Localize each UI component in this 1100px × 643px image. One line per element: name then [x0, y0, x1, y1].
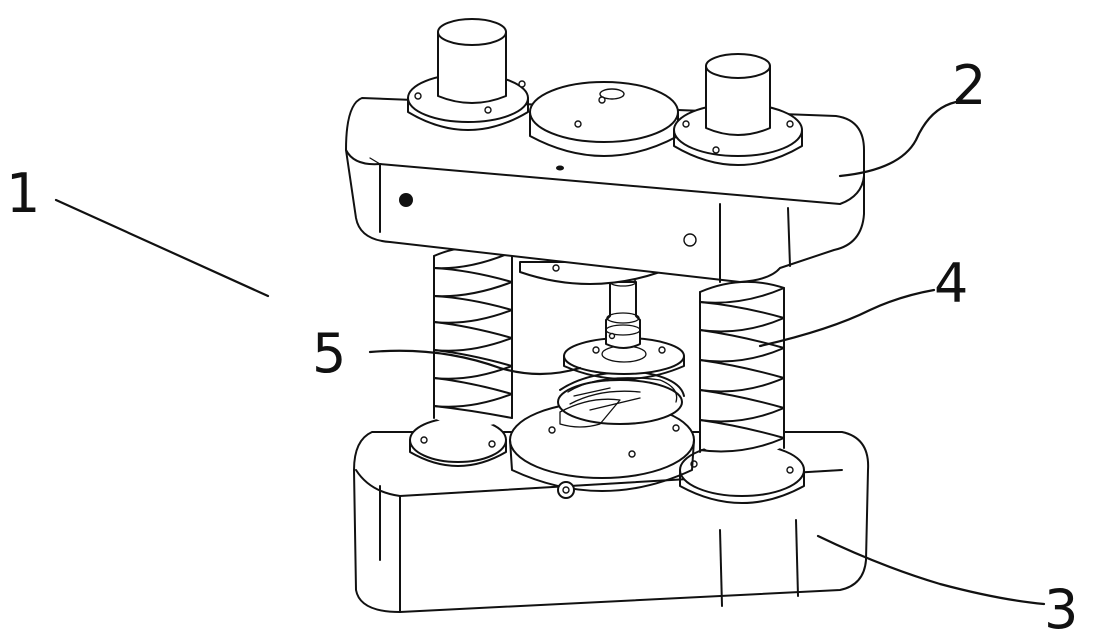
right-spring	[699, 280, 785, 458]
callout-3: 3	[1044, 578, 1078, 641]
callout-2: 2	[952, 54, 986, 117]
leader-lines	[54, 100, 1046, 606]
punch-stem	[605, 277, 641, 349]
right-guide-post	[673, 53, 803, 166]
callout-1: 1	[6, 162, 40, 225]
leader-line-4	[758, 288, 936, 348]
leader-line-5	[368, 349, 582, 376]
die-mechanism	[557, 337, 685, 428]
left-spring	[433, 245, 513, 427]
callout-4: 4	[934, 252, 968, 315]
leader-line-3	[816, 534, 1046, 606]
top-center-disc	[529, 81, 679, 157]
leader-line-1	[54, 198, 270, 298]
leader-line-2	[838, 100, 958, 178]
callout-numbers: 1 2 3 4 5	[6, 54, 1078, 641]
callout-5: 5	[312, 322, 346, 385]
left-guide-post	[407, 18, 529, 131]
